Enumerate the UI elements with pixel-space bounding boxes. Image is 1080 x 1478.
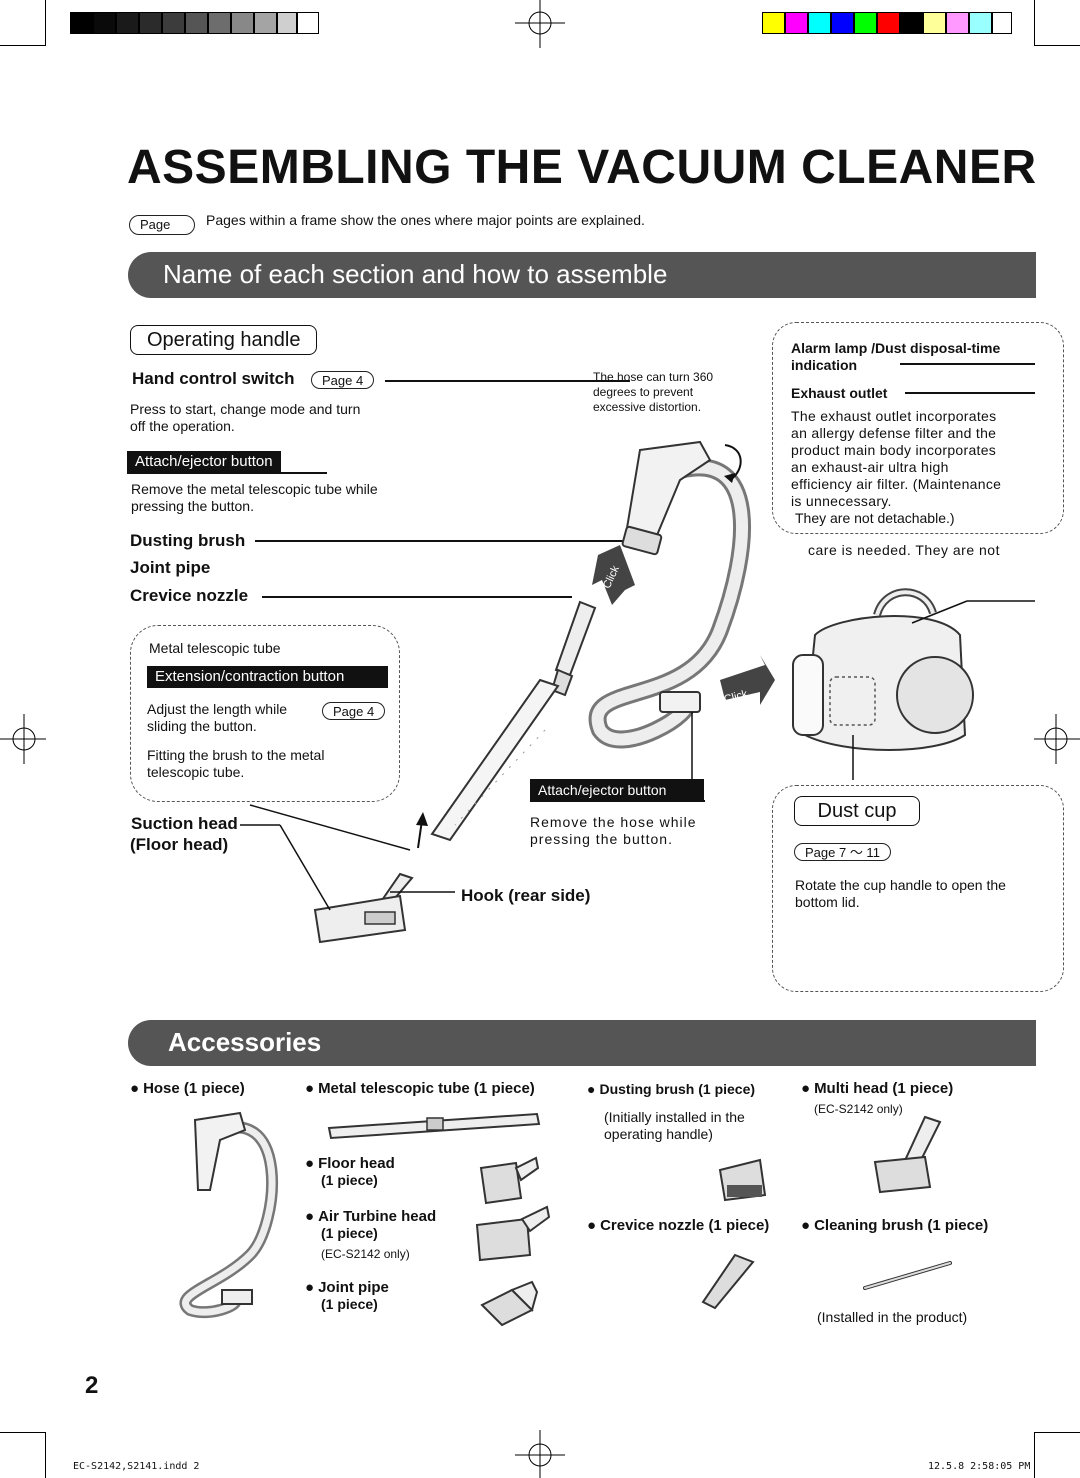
operating-handle-label: Operating handle: [130, 325, 318, 355]
page-title: ASSEMBLING THE VACUUM CLEANER: [127, 141, 1037, 194]
acc-joint-pipe-qty: (1 piece): [321, 1296, 378, 1312]
acc-cleaning-brush-note: (Installed in the product): [817, 1309, 968, 1325]
fitting-text: Fitting the brush to the metal telescopi…: [147, 747, 325, 780]
cleaning-brush-accessory-illustration: [863, 1261, 952, 1290]
footer-file: EC-S2142,S2141.indd 2: [73, 1461, 200, 1472]
dust-cup-label: Dust cup: [794, 796, 920, 826]
hook-label: Hook (rear side): [461, 886, 591, 905]
exhaust-outlet-label: Exhaust outlet: [791, 385, 888, 401]
crevice-nozzle-accessory-illustration: [701, 1253, 755, 1310]
acc-floor-head: Floor head: [305, 1155, 395, 1172]
label-underline: [530, 800, 705, 802]
metal-tube-label: Metal telescopic tube: [149, 640, 281, 656]
joint-pipe-accessory-illustration: [480, 1280, 539, 1327]
dust-cup-page-badge: Page 7 〜 11: [794, 843, 891, 861]
multi-head-accessory-illustration: [873, 1115, 942, 1194]
joint-pipe-label: Joint pipe: [130, 558, 211, 577]
leader-line: [900, 363, 1035, 365]
page-number: 2: [85, 1372, 99, 1399]
dusting-brush-accessory-illustration: [718, 1158, 767, 1202]
alarm-lamp-label: Alarm lamp /Dust disposal-time indicatio…: [791, 340, 1001, 373]
footer-timestamp: 12.5.8 2:58:05 PM: [928, 1461, 1031, 1472]
hose-accessory-illustration: [179, 1111, 278, 1319]
adjust-page-badge: Page 4: [322, 702, 386, 720]
crevice-nozzle-label: Crevice nozzle: [130, 586, 249, 605]
acc-hose: Hose (1 piece): [130, 1080, 245, 1097]
leader-line: [905, 392, 1035, 394]
attach-ejector-label-2: Attach/ejector button: [530, 779, 704, 801]
care-text: care is needed. They are not: [808, 542, 1000, 558]
accessories-band: Accessories: [128, 1020, 1036, 1066]
acc-air-turbine-qty: (1 piece): [321, 1225, 378, 1241]
not-detachable-text: They are not detachable.): [795, 510, 955, 526]
acc-crevice-nozzle: Crevice nozzle (1 piece): [587, 1217, 769, 1234]
floor-head-label: (Floor head): [130, 835, 229, 854]
acc-dusting-brush-note: (Initially installed in the operating ha…: [604, 1109, 745, 1142]
attach-ejector-desc-2: Remove the hose while pressing the butto…: [530, 814, 697, 847]
acc-dusting-brush: Dusting brush (1 piece): [587, 1081, 755, 1097]
dust-cup-desc: Rotate the cup handle to open the bottom…: [795, 877, 1006, 910]
hand-control-page-badge: Page 4: [311, 371, 375, 389]
ext-button-label: Extension/contraction button: [147, 666, 388, 688]
acc-air-turbine: Air Turbine head: [305, 1208, 436, 1225]
section-band-name: Name of each section and how to assemble: [128, 252, 1036, 298]
crosshair-top: [515, 0, 565, 48]
suction-head-label: Suction head: [131, 814, 238, 833]
acc-multi-head-note: (EC-S2142 only): [814, 1102, 903, 1116]
leader-line: [385, 380, 630, 382]
dusting-brush-label: Dusting brush: [130, 531, 246, 550]
acc-joint-pipe: Joint pipe: [305, 1279, 389, 1296]
acc-air-turbine-note: (EC-S2142 only): [321, 1247, 410, 1261]
vacuum-assembly-illustration: [240, 440, 775, 944]
acc-multi-head: Multi head (1 piece): [801, 1080, 953, 1097]
metal-tube-callout: [130, 625, 400, 802]
floor-head-accessory-illustration: [479, 1156, 540, 1205]
accessories-heading: Accessories: [168, 1027, 322, 1057]
dust-cup-callout: [772, 785, 1064, 992]
air-turbine-accessory-illustration: [475, 1205, 551, 1262]
main-body-illustration: [792, 588, 1035, 780]
acc-floor-head-qty: (1 piece): [321, 1172, 378, 1188]
section-heading: Name of each section and how to assemble: [163, 259, 668, 289]
crosshair-right: [1034, 714, 1080, 764]
leader-line: [262, 596, 572, 598]
crosshair-bottom: [515, 1430, 565, 1478]
adjust-text: Adjust the length while sliding the butt…: [147, 701, 288, 734]
page-note-text: Pages within a frame show the ones where…: [206, 212, 645, 228]
hand-control-switch-label: Hand control switch: [132, 369, 295, 388]
leader-line: [255, 540, 625, 542]
hose-note: The hose can turn 360 degrees to prevent…: [593, 370, 714, 414]
label-underline: [127, 472, 327, 474]
hand-control-desc: Press to start, change mode and turn off…: [130, 401, 361, 434]
crosshair-left: [0, 714, 46, 764]
acc-metal-tube: Metal telescopic tube (1 piece): [305, 1080, 535, 1097]
exhaust-callout: [772, 322, 1064, 534]
metal-tube-accessory-illustration: [327, 1112, 541, 1140]
page-badge: Page: [129, 215, 195, 235]
exhaust-desc: The exhaust outlet incorporates an aller…: [791, 408, 1002, 509]
acc-cleaning-brush: Cleaning brush (1 piece): [801, 1217, 988, 1234]
attach-ejector-desc-1: Remove the metal telescopic tube while p…: [131, 481, 378, 514]
attach-ejector-label-1: Attach/ejector button: [127, 451, 281, 473]
